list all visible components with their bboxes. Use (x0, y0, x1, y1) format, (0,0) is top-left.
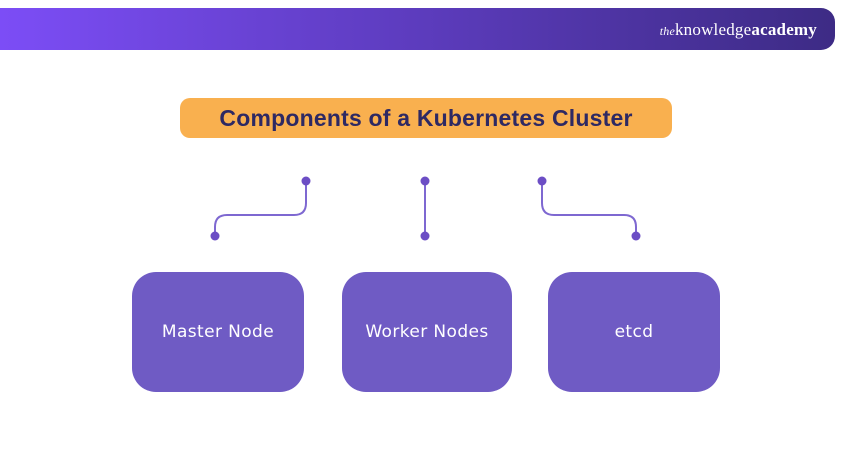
connector-etcd (537, 176, 641, 241)
brand-logo-knowledge: knowledge (674, 19, 752, 39)
node-worker-nodes-label: Worker Nodes (365, 322, 489, 342)
connector-worker-nodes (420, 176, 430, 241)
brand-logo-academy: academy (751, 19, 817, 39)
title-banner: Components of a Kubernetes Cluster (180, 98, 672, 138)
brand-logo-the: the (659, 23, 675, 38)
node-worker-nodes: Worker Nodes (342, 272, 512, 392)
node-etcd-label: etcd (614, 322, 654, 342)
brand-logo: theknowledgeacademy (660, 21, 817, 38)
node-master-node-label: Master Node (161, 322, 275, 342)
node-master-node: Master Node (132, 272, 304, 392)
page-title: Components of a Kubernetes Cluster (219, 104, 633, 131)
node-etcd: etcd (548, 272, 720, 392)
connector-master-node (210, 176, 311, 241)
header-bar: theknowledgeacademy (0, 8, 835, 50)
